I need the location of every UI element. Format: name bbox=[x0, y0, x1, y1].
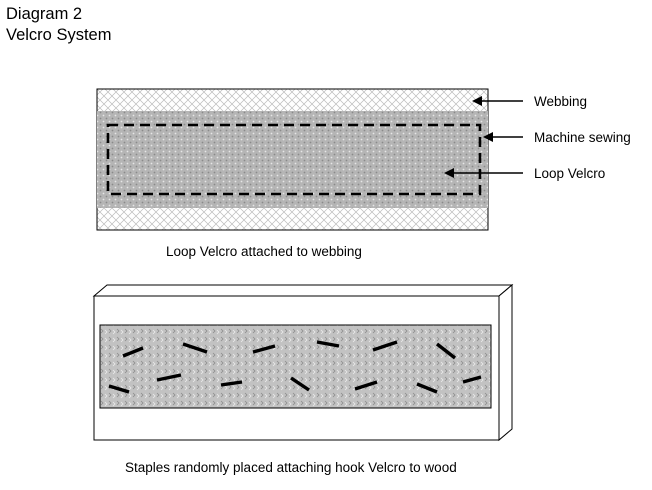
staple bbox=[316, 340, 340, 348]
staple bbox=[252, 344, 276, 354]
staple bbox=[290, 376, 310, 392]
diagram-number: Diagram 2 bbox=[6, 5, 83, 23]
bottom-caption: Staples randomly placed attaching hook V… bbox=[125, 460, 457, 475]
staple bbox=[354, 380, 378, 391]
staple bbox=[372, 340, 398, 352]
staple bbox=[220, 380, 243, 387]
staple bbox=[108, 384, 130, 394]
webbing-arrow bbox=[472, 96, 523, 106]
staple bbox=[435, 342, 457, 360]
staple bbox=[122, 346, 144, 358]
machine-sewing-arrow bbox=[483, 132, 523, 142]
diagram-title: Velcro System bbox=[6, 26, 112, 44]
machine-sewing-stitch bbox=[106, 123, 482, 196]
machine-sewing-label: Machine sewing bbox=[534, 130, 631, 145]
staple bbox=[182, 342, 208, 354]
hook-velcro-panel bbox=[99, 324, 492, 409]
loop-velcro-arrow bbox=[444, 168, 523, 178]
staple bbox=[416, 382, 438, 394]
staple bbox=[462, 375, 482, 384]
webbing-label: Webbing bbox=[534, 94, 588, 109]
staple bbox=[156, 373, 182, 382]
top-caption: Loop Velcro attached to webbing bbox=[166, 244, 362, 259]
loop-velcro-label: Loop Velcro bbox=[534, 166, 606, 181]
staples-group bbox=[108, 340, 482, 394]
loop-velcro-band bbox=[97, 111, 488, 208]
